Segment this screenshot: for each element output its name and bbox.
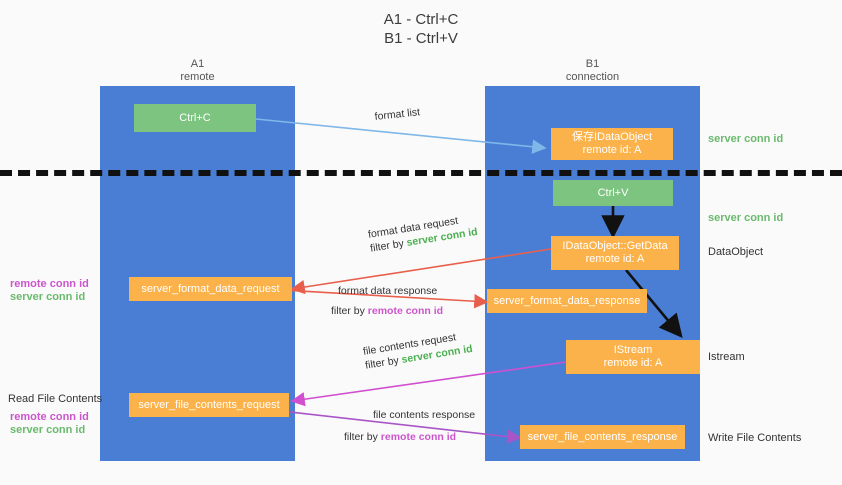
side-label-server-conn-id-mid: server conn id [708, 212, 784, 224]
node-ctrl-c[interactable]: Ctrl+C [134, 104, 256, 132]
node-server-format-data-response[interactable]: server_format_data_response [487, 289, 647, 313]
node-server-file-contents-response[interactable]: server_file_contents_response [520, 425, 685, 449]
edge-label-format-data-response: format data response filter by remote co… [331, 284, 443, 318]
side-label-mid-server-conn-id: server conn id [10, 291, 86, 303]
node-istream[interactable]: IStream remote id: A [566, 340, 700, 374]
node-server-format-data-request[interactable]: server_format_data_request [129, 277, 292, 301]
edge-label-file-contents-response-line2: filter by remote conn id [344, 430, 475, 444]
phase-divider [0, 170, 842, 176]
side-label-bottom-remote-conn-id: remote conn id [10, 411, 89, 423]
node-server-file-contents-request[interactable]: server_file_contents_request [129, 393, 289, 417]
edge-label-file-contents-request: file contents request filter by server c… [362, 328, 474, 373]
side-label-data-object: DataObject [708, 246, 764, 258]
page-title: A1 - Ctrl+C B1 - Ctrl+V [383, 11, 459, 47]
edge-label-format-list: format list [374, 106, 421, 123]
node-idataobject-getdata[interactable]: IDataObject::GetData remote id: A [551, 236, 679, 270]
edge-label-file-contents-response: file contents response filter by remote … [344, 408, 476, 444]
filter-value-remote-conn-id: remote conn id [380, 431, 457, 443]
filter-prefix: filter by [344, 431, 381, 443]
side-label-write-file-contents: Write File Contents [708, 432, 802, 444]
edge-label-file-contents-response-line1: file contents response [373, 409, 476, 421]
column-header-a1: A1 remote [180, 58, 215, 83]
side-label-istream: Istream [708, 351, 745, 363]
edge-label-format-data-request: format data request filter by server con… [367, 211, 479, 256]
filter-prefix: filter by [331, 305, 368, 317]
side-label-read-file-contents: Read File Contents [8, 393, 103, 405]
edge-label-format-data-response-line2: filter by remote conn id [331, 304, 443, 318]
edge-label-format-data-response-line1: format data response [338, 285, 438, 297]
side-label-bottom-server-conn-id: server conn id [10, 424, 86, 436]
column-header-b1: B1 connection [565, 58, 620, 83]
side-label-server-conn-id-top: server conn id [708, 133, 784, 145]
node-ctrl-v[interactable]: Ctrl+V [553, 180, 673, 206]
node-idataobject[interactable]: 保存IDataObject remote id: A [551, 128, 673, 160]
filter-value-remote-conn-id: remote conn id [367, 305, 444, 317]
side-label-mid-remote-conn-id: remote conn id [10, 278, 89, 290]
